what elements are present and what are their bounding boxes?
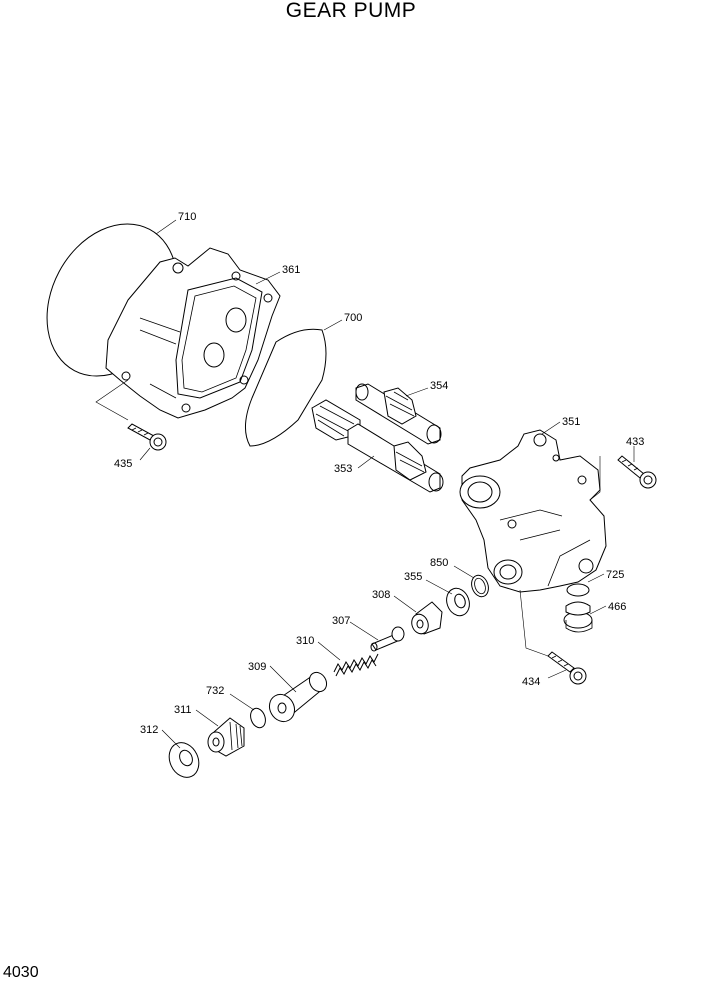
plug-466: [563, 601, 593, 633]
callout-311: 311: [174, 704, 192, 716]
callout-353: 353: [334, 463, 352, 475]
callout-309: 309: [248, 661, 266, 673]
callout-354: 354: [430, 380, 448, 392]
pump-body-351: [459, 429, 607, 593]
callout-308: 308: [372, 589, 390, 601]
plug-311: [207, 717, 245, 757]
callout-725: 725: [606, 569, 624, 581]
driven-gear-354: [355, 383, 442, 445]
page-title: GEAR PUMP: [285, 0, 417, 22]
bolt-433: [617, 455, 657, 489]
callout-732: 732: [206, 685, 224, 697]
callout-700: 700: [344, 312, 362, 324]
valve-pin-307: [370, 626, 405, 652]
callout-351: 351: [562, 416, 580, 428]
sleeve-309: [268, 671, 328, 723]
callout-433: 433: [626, 436, 644, 448]
pump-cover-361: [105, 247, 281, 419]
callout-labels: 710 361 700 354 351 433 435 353 850 355 …: [114, 211, 644, 736]
callout-355: 355: [404, 571, 422, 583]
gasket-700: [245, 328, 327, 447]
reference-lines: [95, 379, 601, 657]
nut-312: [168, 742, 200, 778]
o-ring-725: [566, 583, 590, 597]
callout-435: 435: [114, 458, 132, 470]
leader-lines: [139, 219, 635, 749]
callout-434: 434: [522, 676, 540, 688]
bolt-434: [547, 651, 587, 685]
spring-310: [333, 653, 379, 677]
poppet-308: [411, 601, 443, 635]
page-number: 4030: [3, 964, 39, 981]
callout-361: 361: [282, 264, 300, 276]
ring-850: [471, 574, 489, 598]
callout-850: 850: [430, 557, 448, 569]
drive-shaft-353: [311, 399, 444, 493]
o-ring-732: [250, 707, 266, 729]
callout-466: 466: [608, 601, 626, 613]
callout-307: 307: [332, 615, 350, 627]
callout-710: 710: [178, 211, 196, 223]
seat-355: [446, 587, 470, 617]
callout-310: 310: [296, 635, 314, 647]
callout-312: 312: [140, 724, 158, 736]
bolt-435: [127, 423, 167, 451]
